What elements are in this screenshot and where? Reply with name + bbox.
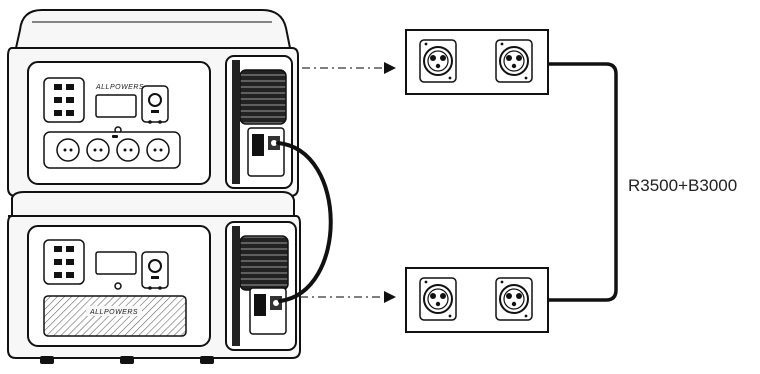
battery-expansion-icon: ALLPOWERS: [7, 191, 301, 364]
connecting-cable-icon: [276, 141, 333, 303]
socket-icon: [419, 277, 457, 321]
port-detail-bottom: [405, 267, 549, 333]
socket-icon: [495, 277, 533, 321]
bracket-cable: [548, 62, 618, 302]
socket-icon: [495, 39, 533, 83]
port-detail-top: [405, 29, 549, 95]
brand-label-top: ALLPOWERS: [95, 84, 144, 91]
combo-label: R3500+B3000: [628, 176, 738, 195]
power-station-icon: ALLPOWERS: [7, 9, 299, 197]
dashed-arrow-icon: [302, 62, 396, 74]
socket-icon: [419, 39, 457, 83]
ports-panel-icon: [249, 287, 287, 335]
brand-label-bottom: ALLPOWERS: [89, 309, 138, 316]
dashed-arrow-icon: [300, 291, 396, 303]
ports-panel-icon: [247, 127, 285, 177]
